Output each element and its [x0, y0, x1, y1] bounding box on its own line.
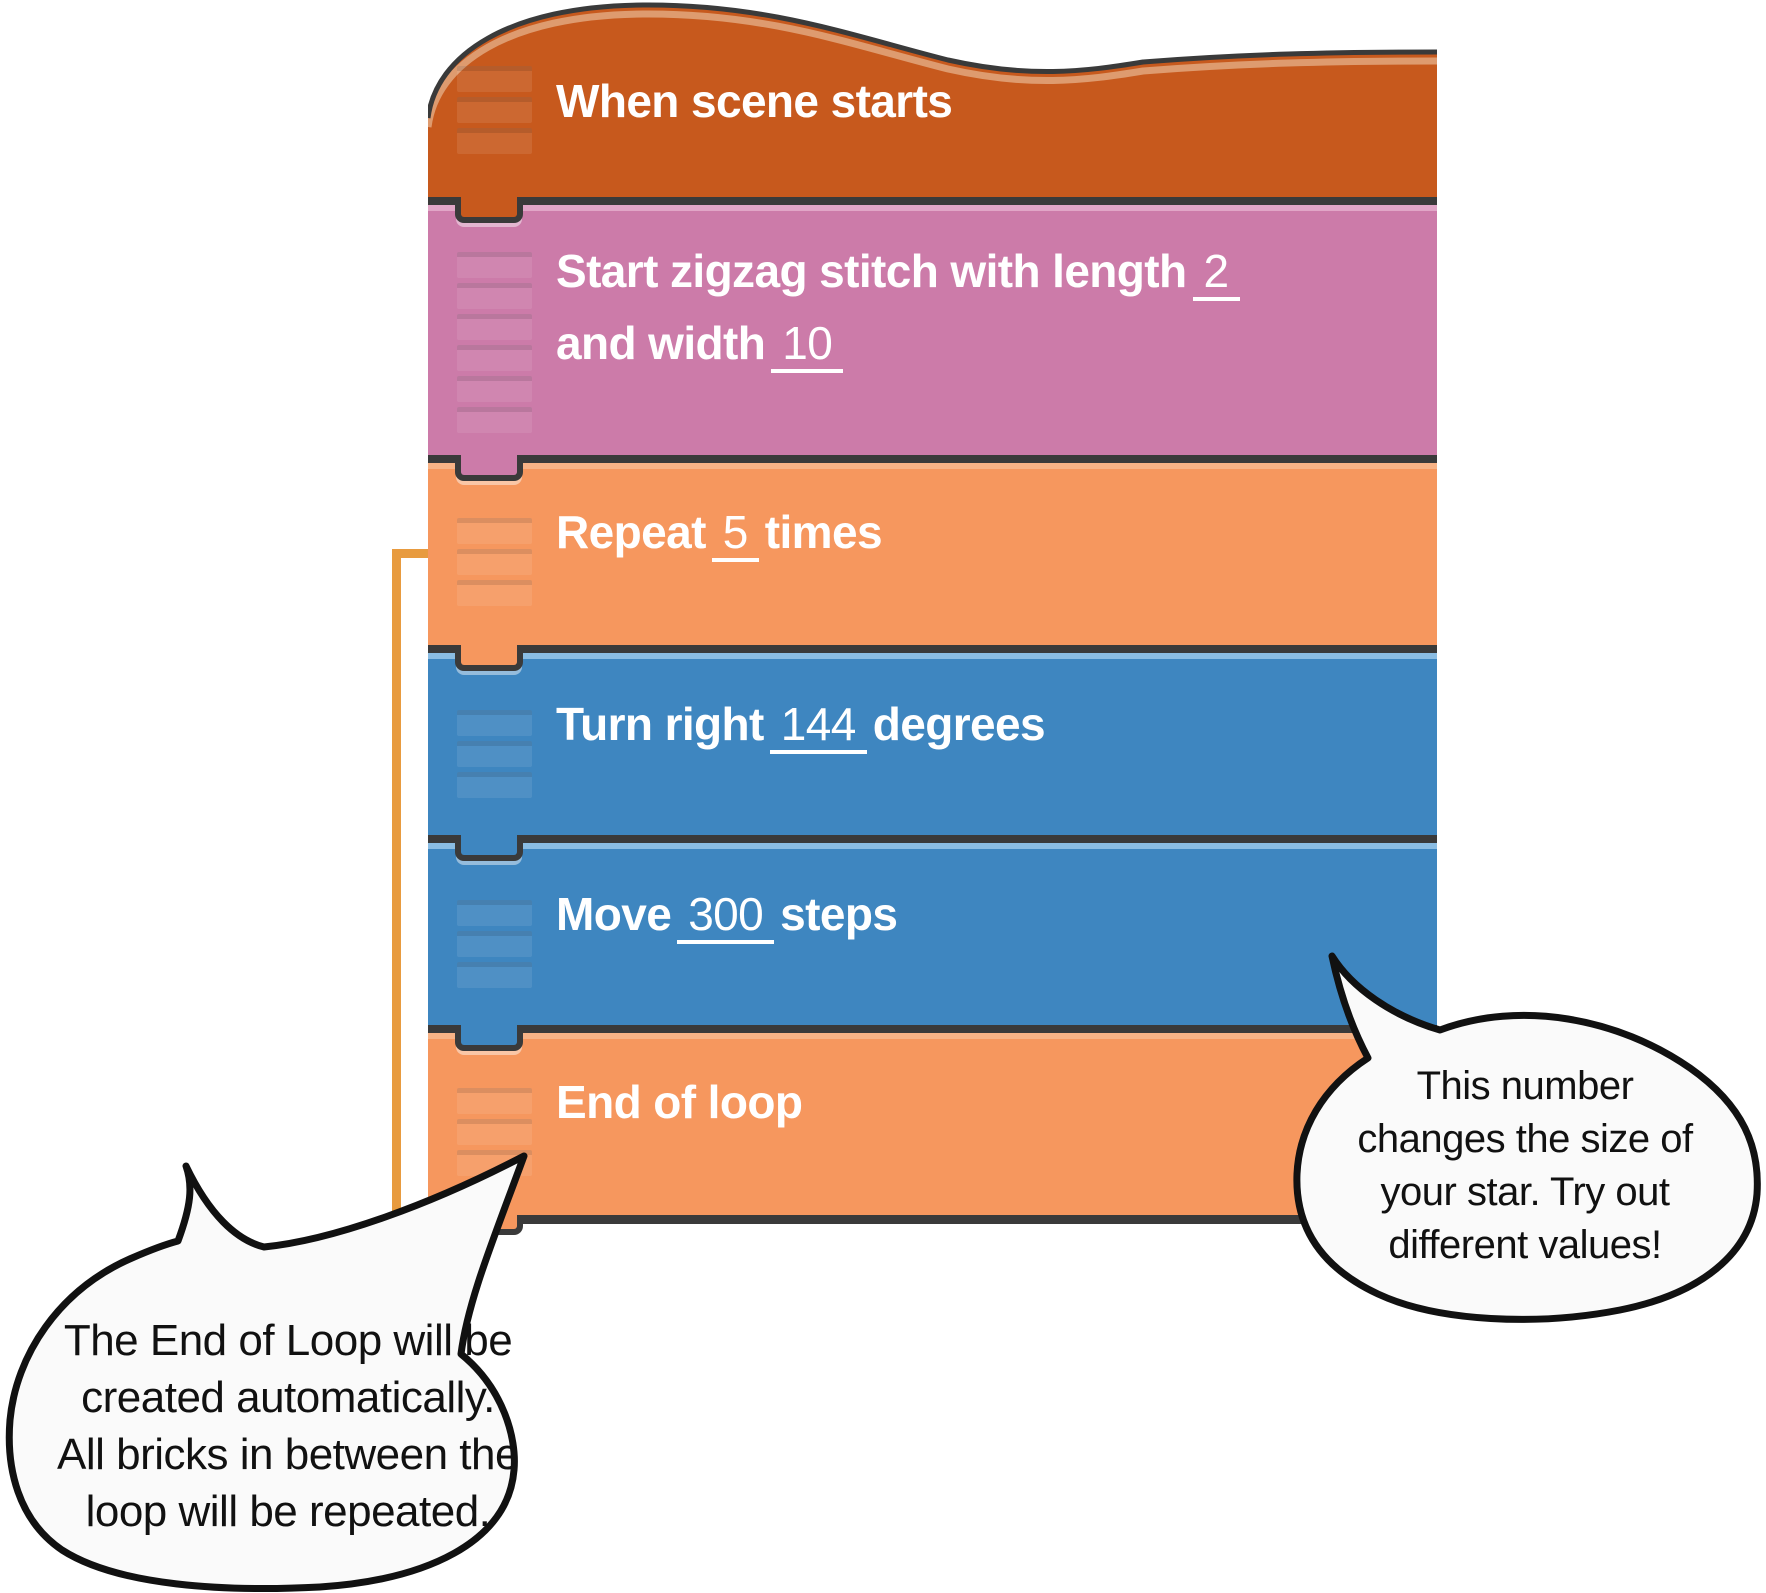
- brick-grip-lines: [457, 66, 532, 159]
- callout-text-move-steps: This number changes the size of your sta…: [1357, 1064, 1693, 1267]
- brick-repeat[interactable]: [428, 455, 1437, 645]
- label-text: steps: [780, 888, 898, 940]
- label-text: Turn right: [556, 698, 764, 750]
- brick-highlight: [428, 463, 1437, 469]
- brick-connector-tab: [455, 1025, 523, 1051]
- callout-bubble-move-steps: [1293, 952, 1761, 1323]
- label-text: times: [764, 506, 883, 558]
- brick-turn-right[interactable]: [428, 645, 1437, 835]
- brick-start-zigzag-stitch[interactable]: [428, 197, 1437, 455]
- label-text: and width: [556, 317, 766, 369]
- label-text: Start zigzag stitch with length: [556, 245, 1187, 297]
- turn-degrees-field[interactable]: 144: [769, 698, 867, 754]
- brick-highlight: [428, 843, 1437, 849]
- zigzag-width-field[interactable]: 10: [771, 317, 844, 373]
- brick-highlight: [428, 1033, 1437, 1039]
- brick-when-scene-starts-shape[interactable]: [428, 0, 1437, 197]
- brick-highlight: [428, 653, 1437, 659]
- label-text: degrees: [872, 698, 1046, 750]
- callout-text-end-of-loop: The End of Loop will be created automati…: [57, 1316, 519, 1536]
- brick-grip-lines: [457, 710, 532, 803]
- brick-grip-lines: [457, 252, 532, 438]
- brick-end-of-loop[interactable]: [428, 1025, 1437, 1215]
- label-text: Move: [556, 888, 672, 940]
- brick-connector-tab: [455, 455, 523, 481]
- loop-bracket-line: [392, 549, 401, 1219]
- label-text: Repeat: [556, 506, 706, 558]
- brick-label-end-of-loop: End of loop: [556, 1076, 803, 1128]
- move-steps-field[interactable]: 300: [677, 888, 775, 944]
- brick-highlight: [428, 205, 1437, 211]
- script-bottom-edge: [428, 1215, 1437, 1224]
- brick-connector-tab: [455, 645, 523, 671]
- brick-label-when-scene-starts: When scene starts: [556, 75, 953, 127]
- callout-bubble-end-of-loop: [5, 1152, 528, 1593]
- brick-move[interactable]: [428, 835, 1437, 1025]
- zigzag-length-field[interactable]: 2: [1192, 245, 1240, 301]
- loop-bracket-top-arm: [392, 549, 436, 558]
- brick-grip-lines: [457, 900, 532, 993]
- brick-connector-tab: [455, 197, 523, 223]
- repeat-count-field[interactable]: 5: [711, 506, 759, 562]
- brick-connector-tab: [455, 835, 523, 861]
- brick-grip-lines: [457, 518, 532, 611]
